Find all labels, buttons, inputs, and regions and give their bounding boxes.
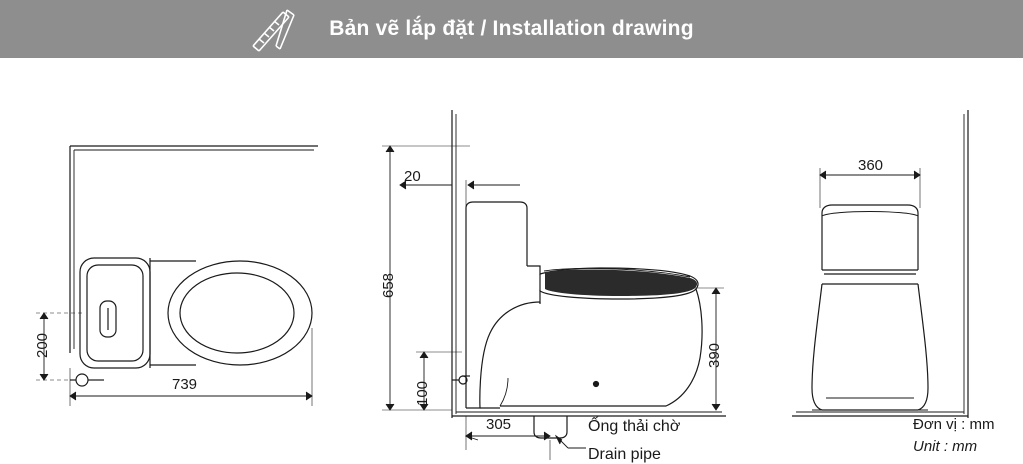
dim-label-200: 200	[34, 332, 51, 358]
front-view-wall	[792, 110, 969, 418]
unit-label-vi: Đơn vị : mm	[913, 416, 995, 433]
dim-label-100: 100	[414, 380, 431, 406]
dim-label-390: 390	[706, 342, 723, 368]
drain-pipe-leader	[554, 434, 586, 449]
top-view-tank	[79, 257, 151, 369]
drawing-svg	[36, 110, 969, 460]
dim-200-top-view	[36, 312, 84, 381]
dim-360-front-view	[819, 168, 921, 208]
annotation-drain-pipe-en: Drain pipe	[588, 446, 661, 463]
dim-390-side-view	[694, 287, 724, 411]
dim-label-360: 360	[858, 157, 884, 174]
page-title: Bản vẽ lắp đặt / Installation drawing	[329, 17, 694, 40]
top-view-bowl	[149, 258, 313, 368]
unit-label-en: Unit : mm	[913, 438, 978, 455]
dim-label-305: 305	[486, 416, 512, 433]
top-view-inlet	[70, 373, 104, 387]
front-view-toilet	[811, 204, 929, 411]
side-view-wall	[451, 110, 726, 418]
dim-305-side-view	[464, 416, 551, 460]
dim-658-side-view	[382, 145, 470, 411]
dim-label-658: 658	[380, 272, 397, 298]
drawing-canvas: 200 739 20 658 390 100 305 Ống thải chờ …	[0, 58, 1023, 464]
dim-739-top-view	[69, 328, 313, 406]
dim-label-20: 20	[404, 168, 421, 185]
annotation-drain-pipe-vi: Ống thải chờ	[588, 418, 681, 435]
dim-label-739: 739	[172, 376, 198, 393]
side-view-seat-fill	[545, 269, 698, 296]
dim-20-side-view	[399, 180, 520, 208]
top-view-wall	[69, 145, 318, 353]
page-header: Bản vẽ lắp đặt / Installation drawing	[0, 0, 1023, 58]
ruler-pencil-icon	[247, 6, 299, 52]
dim-100-side-view	[416, 351, 462, 411]
side-view-toilet	[452, 201, 703, 439]
